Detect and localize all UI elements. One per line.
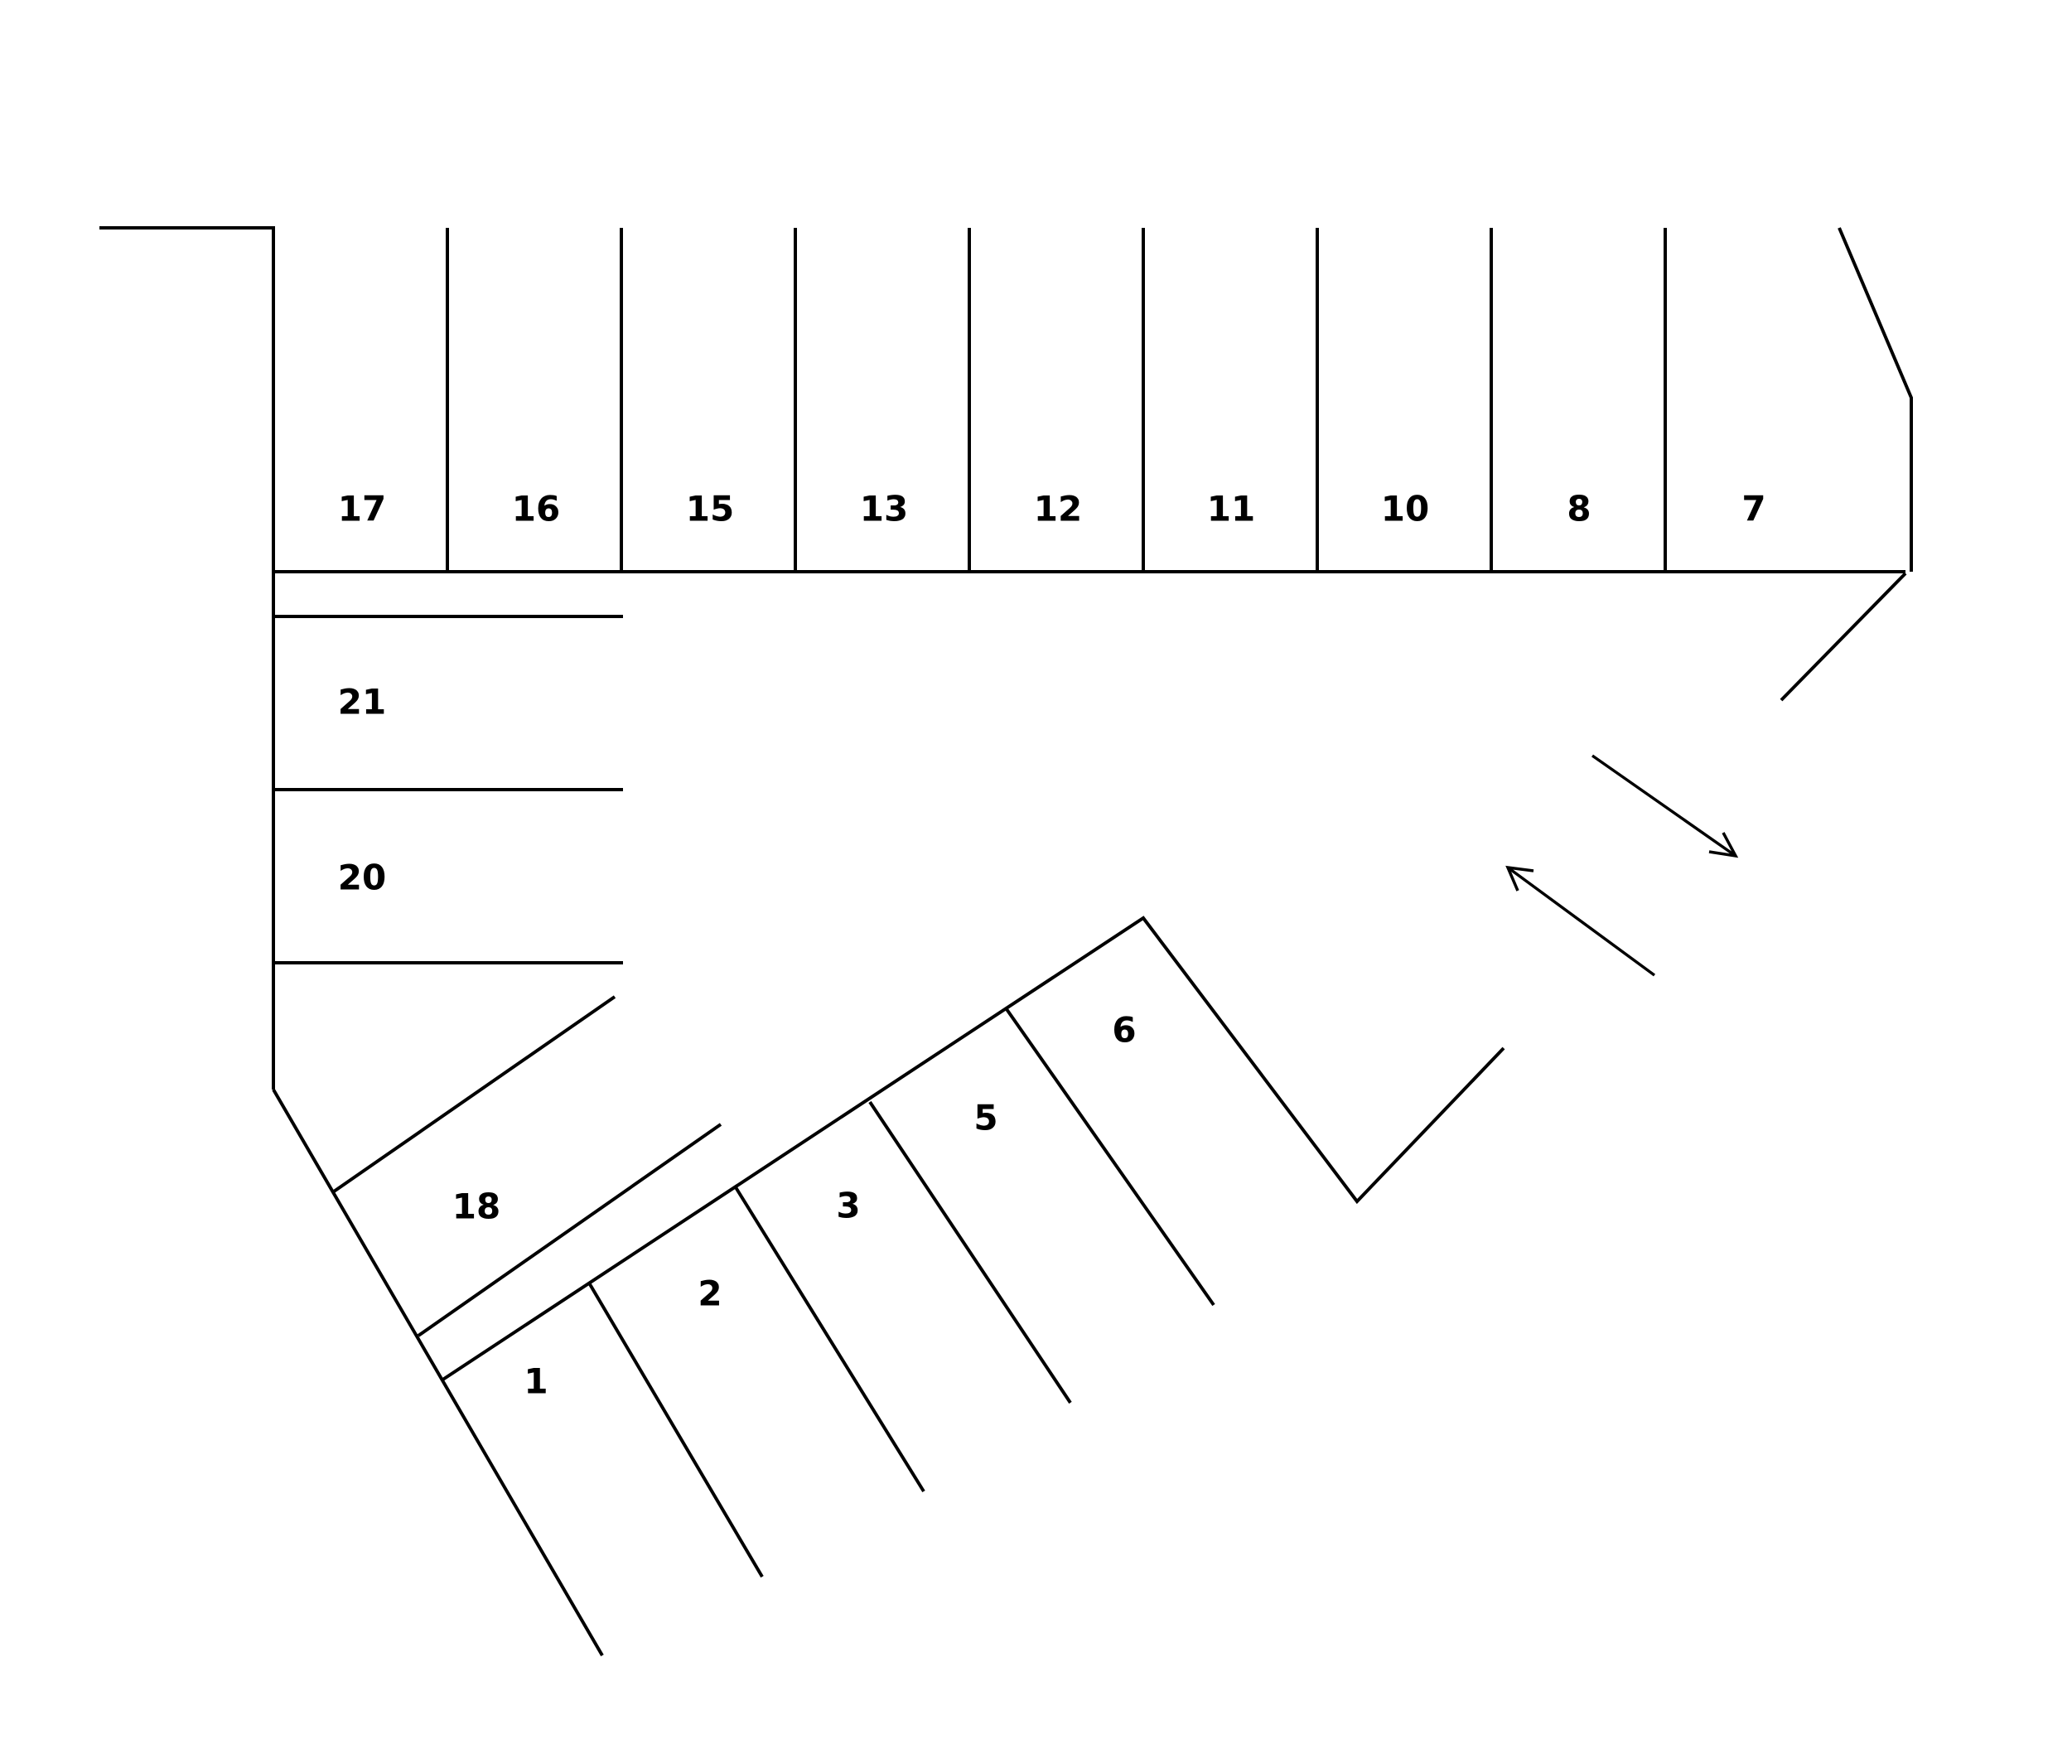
space-18-label: 18 (452, 1186, 500, 1227)
space-7-label: 7 (1741, 489, 1765, 529)
left-column-lines (273, 615, 623, 964)
entrance-edge-upper (1780, 572, 1907, 702)
space-11-label: 11 (1207, 489, 1255, 529)
inbound-arrow-icon (1591, 754, 1739, 858)
space-18-upper-line (332, 995, 616, 1193)
divider-5-6 (1005, 1008, 1215, 1307)
top-row-dividers (446, 228, 1667, 572)
space-1-label: 1 (524, 1361, 548, 1402)
boundary-lower-left (272, 1088, 604, 1657)
divider-3-5 (868, 1100, 1072, 1404)
space-6-label: 6 (1112, 1010, 1136, 1051)
space-21-label: 21 (338, 682, 386, 723)
bottom-row-base-line (440, 916, 1505, 1382)
space-15-label: 15 (686, 489, 734, 529)
divider-2-3 (734, 1186, 925, 1493)
space-18-lower-line (417, 1123, 722, 1337)
divider-1-2 (588, 1283, 764, 1578)
space-17-label: 17 (338, 489, 386, 529)
space-labels: 17 16 15 13 12 11 10 8 7 21 20 18 1 2 3 … (338, 489, 1766, 1402)
space-8-label: 8 (1567, 489, 1591, 529)
boundary-right (1838, 227, 1913, 572)
bottom-row-dividers (588, 1008, 1215, 1578)
space-10-label: 10 (1381, 489, 1429, 529)
space-13-label: 13 (860, 489, 908, 529)
space-12-label: 12 (1034, 489, 1082, 529)
space-5-label: 5 (973, 1098, 997, 1138)
space-20-label: 20 (338, 858, 386, 898)
space-16-label: 16 (512, 489, 560, 529)
space-3-label: 3 (836, 1186, 860, 1226)
outbound-arrow-icon (1505, 865, 1656, 977)
boundary-top-left (99, 226, 275, 1090)
space-2-label: 2 (698, 1273, 722, 1314)
